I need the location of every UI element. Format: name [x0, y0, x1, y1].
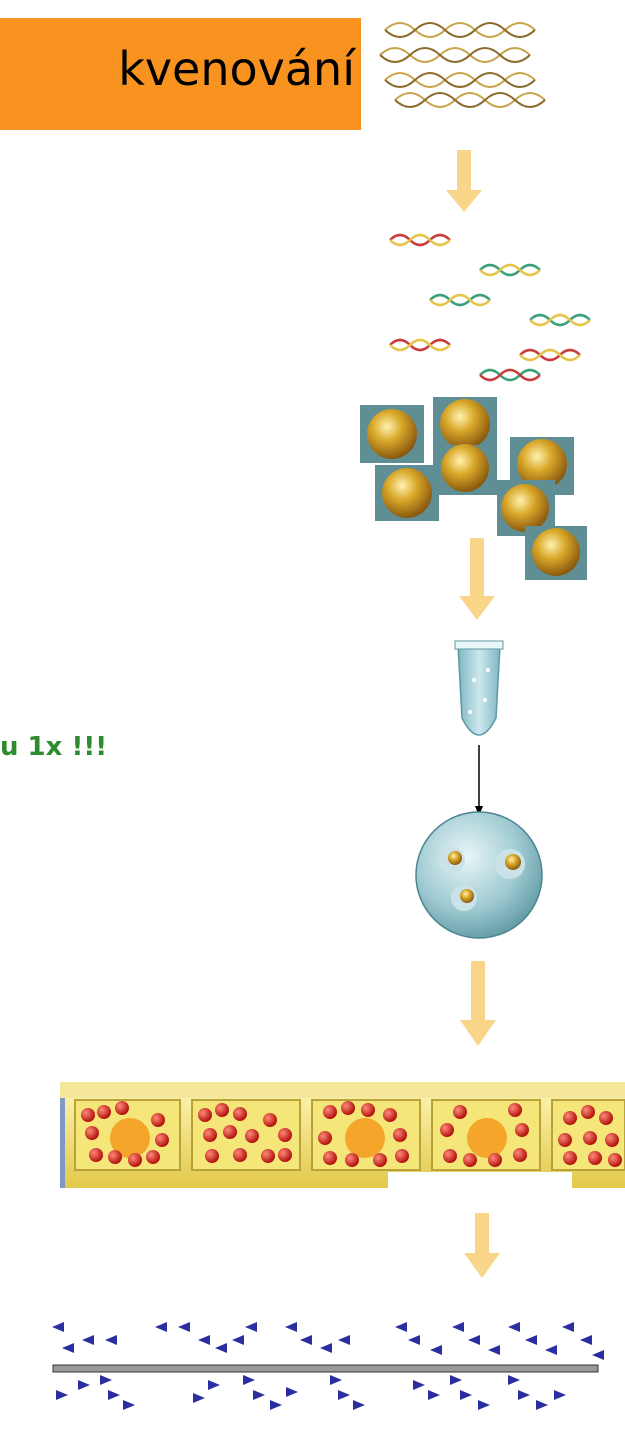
- title-box: [0, 18, 361, 130]
- plate-wells-icon: [60, 1082, 625, 1188]
- bead-icon: [360, 397, 587, 580]
- dna-fragments-icon: [389, 233, 591, 382]
- arrow-down-icon: [464, 1213, 500, 1278]
- arrow-down-icon: [459, 538, 495, 620]
- note-label: u 1x !!!: [0, 732, 108, 762]
- reads-icon: [52, 1322, 604, 1410]
- arrow-down-icon: [460, 961, 496, 1046]
- emulsion-droplet-icon: [415, 811, 543, 939]
- tube-icon: [454, 640, 504, 816]
- arrow-down-icon: [446, 150, 482, 212]
- dna-helix-icon: [379, 22, 546, 108]
- slide-title: kvenování: [118, 42, 355, 96]
